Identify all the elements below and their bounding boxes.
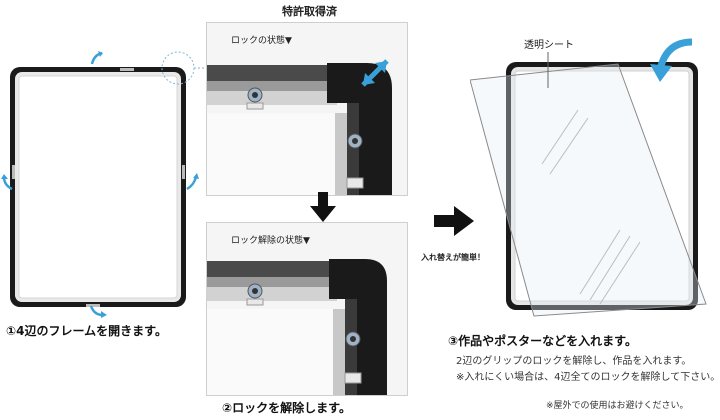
step2-caption: ②ロックを解除します。	[222, 401, 351, 415]
step3-caption: ③作品やポスターなどを入れます。	[448, 334, 637, 348]
clear-sheet-label: 透明シート	[524, 40, 574, 51]
outdoor-use-note: ※屋外での使用はお避けください。	[546, 401, 689, 411]
down-arrow-icon	[310, 192, 336, 222]
lock-rotate-arrow-icon	[361, 59, 389, 87]
unlock-state-panel: ロック解除の状態▼	[206, 222, 408, 396]
right-arrow-icon	[434, 206, 474, 236]
lock-state-panel: ロックの状態▼	[206, 22, 408, 196]
unlock-state-label: ロック解除の状態▼	[231, 236, 310, 246]
step3-note-2: ※入れにくい場合は、4辺全てのロックを解除して下さい。	[456, 372, 720, 383]
step1-caption: ①4辺のフレームを開きます。	[6, 324, 167, 338]
step3-illustration: 透明シート	[469, 24, 718, 324]
easy-swap-label: 入れ替えが簡単！	[421, 253, 485, 262]
open-arrow-top-icon	[90, 51, 103, 65]
open-arrow-left-icon	[1, 174, 13, 191]
insert-curve-arrow-icon	[650, 38, 693, 82]
open-arrow-bottom-icon	[89, 305, 107, 318]
step1-illustration	[0, 51, 205, 320]
step3-note-1: 2辺のグリップのロックを解除し、作品を入れます。	[456, 356, 692, 367]
open-arrow-right-icon	[186, 173, 199, 191]
lock-state-label: ロックの状態▼	[231, 36, 292, 46]
patent-label: 特許取得済	[282, 5, 337, 18]
